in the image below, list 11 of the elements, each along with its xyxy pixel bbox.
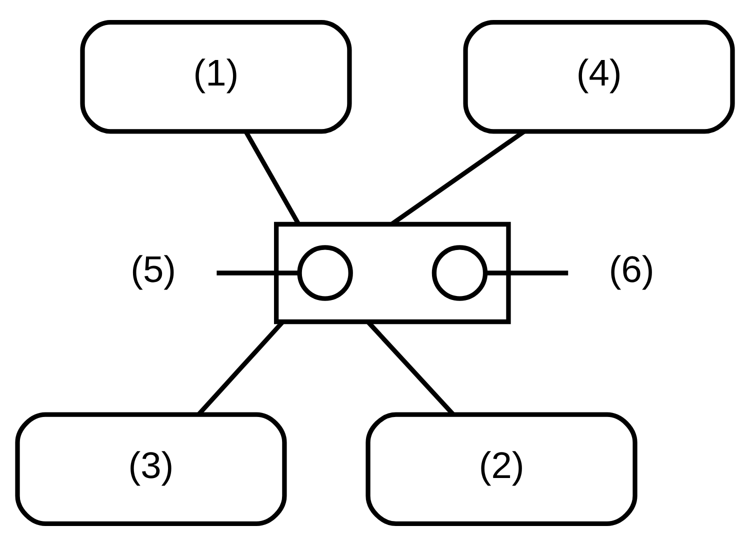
node-circle — [432, 244, 488, 300]
node-circle — [297, 244, 353, 300]
node-text: (5) — [130, 247, 176, 290]
node-box: (3) — [15, 412, 287, 526]
node-box: (4) — [463, 19, 735, 134]
connector — [216, 270, 300, 275]
node-box: (2) — [366, 412, 638, 526]
node-text: (6) — [608, 247, 654, 290]
node-box: (1) — [80, 19, 352, 134]
cluster — [274, 221, 511, 324]
connector — [486, 270, 568, 275]
